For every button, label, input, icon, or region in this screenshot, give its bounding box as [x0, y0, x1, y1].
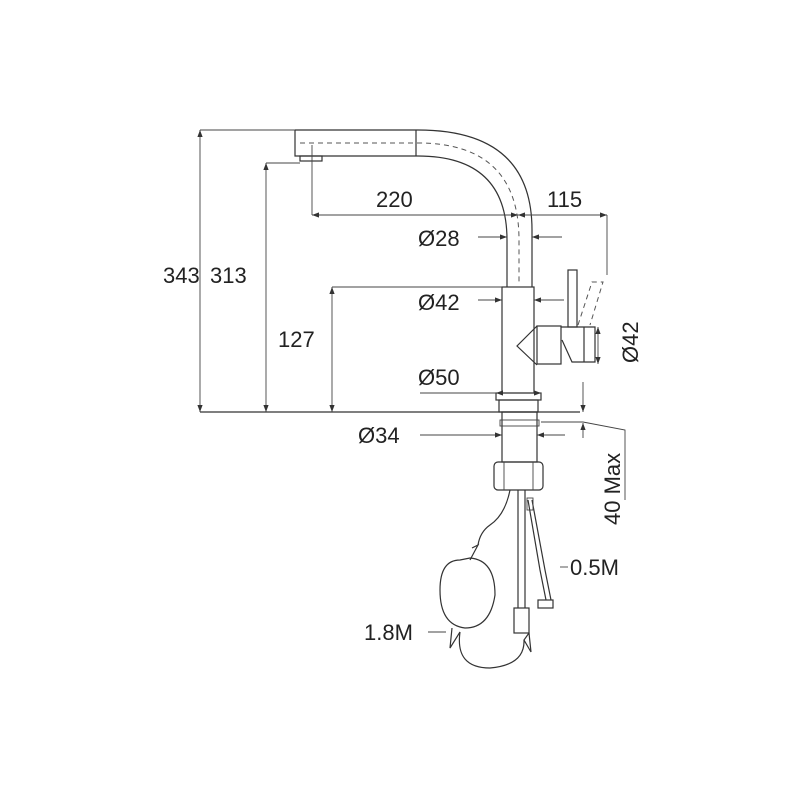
faucet-spout	[294, 129, 533, 287]
label-spout-reach: 220	[376, 187, 413, 212]
label-total-height: 343	[163, 263, 200, 288]
label-body-diameter: Ø42	[418, 290, 460, 315]
hoses	[439, 489, 554, 669]
label-body-height: 127	[278, 327, 315, 352]
label-max-counter-thickness: 40 Max	[600, 453, 625, 525]
label-spout-outlet-height: 313	[210, 263, 247, 288]
label-handle-reach: 115	[547, 187, 582, 212]
label-handle-diameter: Ø42	[618, 321, 643, 363]
label-pullout-hose-length: 1.8M	[364, 620, 413, 645]
label-spout-diameter: Ø28	[418, 226, 460, 251]
label-base-diameter: Ø50	[418, 365, 460, 390]
label-supply-hose-length: 0.5M	[570, 555, 619, 580]
dimension-lines	[197, 129, 626, 633]
label-shank-diameter: Ø34	[358, 423, 400, 448]
mixer-handle	[516, 269, 604, 366]
mounting-shank	[493, 411, 544, 491]
